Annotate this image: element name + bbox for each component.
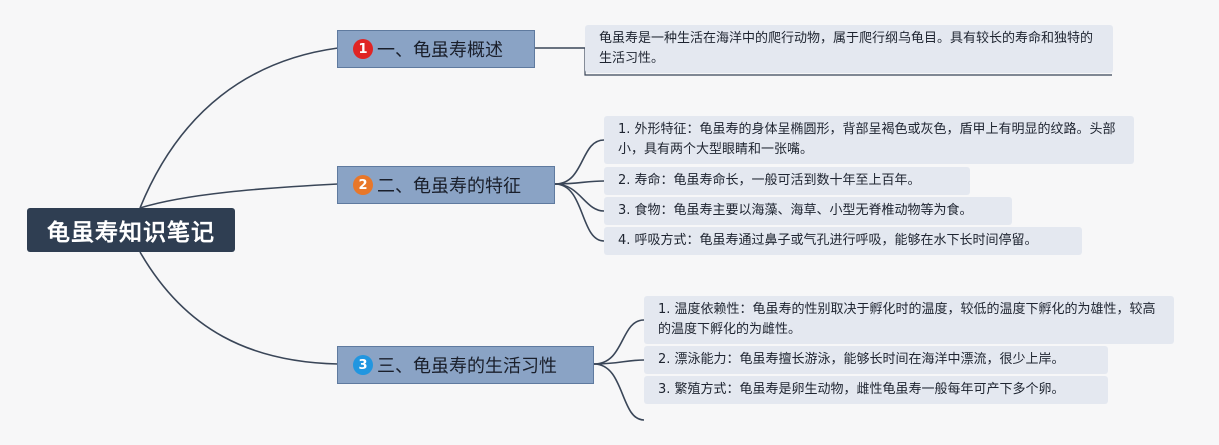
link-branch-2-leaf-1	[554, 139, 605, 185]
link-root-branch-3	[139, 251, 339, 365]
number-badge-1: 1	[353, 39, 373, 59]
leaf-text: 4. 呼吸方式：龟虽寿通过鼻子或气孔进行呼吸，能够在水下长时间停留。	[618, 233, 1038, 248]
leaf-text: 3. 食物：龟虽寿主要以海藻、海草、小型无脊椎动物等为食。	[618, 203, 973, 218]
link-branch-3-leaf-2	[593, 359, 645, 365]
leaf-node-habits-1[interactable]: 1. 温度依赖性：龟虽寿的性别取决于孵化时的温度，较低的温度下孵化的为雄性，较高…	[644, 296, 1174, 344]
number-badge-2: 2	[353, 175, 373, 195]
link-root-branch-1	[139, 47, 339, 209]
link-branch-2-leaf-4	[554, 183, 605, 242]
leaf-node-features-2[interactable]: 2. 寿命：龟虽寿命长，一般可活到数十年至上百年。	[604, 167, 970, 195]
leaf-node-overview-1[interactable]: 龟虽寿是一种生活在海洋中的爬行动物，属于爬行纲乌龟目。具有较长的寿命和独特的生活…	[585, 25, 1113, 73]
leaf-text: 1. 温度依赖性：龟虽寿的性别取决于孵化时的温度，较低的温度下孵化的为雄性，较高…	[658, 302, 1156, 337]
branch-label: 三、龟虽寿的生活习性	[377, 356, 557, 377]
root-title: 龟虽寿知识笔记	[47, 220, 215, 246]
link-branch-3-leaf-3	[593, 363, 645, 421]
link-branch-3-leaf-1	[593, 319, 645, 365]
leaf-node-habits-2[interactable]: 2. 漂泳能力：龟虽寿擅长游泳，能够长时间在海洋中漂流，很少上岸。	[644, 346, 1108, 374]
branch-label: 二、龟虽寿的特征	[377, 176, 521, 197]
leaf-node-habits-3[interactable]: 3. 繁殖方式：龟虽寿是卵生动物，雌性龟虽寿一般每年可产下多个卵。	[644, 376, 1108, 404]
number-badge-3: 3	[353, 355, 373, 375]
leaf-text: 龟虽寿是一种生活在海洋中的爬行动物，属于爬行纲乌龟目。具有较长的寿命和独特的生活…	[599, 31, 1094, 66]
leaf-text: 2. 寿命：龟虽寿命长，一般可活到数十年至上百年。	[618, 173, 921, 188]
leaf-text: 3. 繁殖方式：龟虽寿是卵生动物，雌性龟虽寿一般每年可产下多个卵。	[658, 382, 1065, 397]
leaf-text: 1. 外形特征：龟虽寿的身体呈椭圆形，背部呈褐色或灰色，盾甲上有明显的纹路。头部…	[618, 122, 1116, 157]
branch-node-habits[interactable]: 3 三、龟虽寿的生活习性	[337, 346, 594, 384]
link-root-branch-2	[139, 183, 339, 209]
leaf-node-features-4[interactable]: 4. 呼吸方式：龟虽寿通过鼻子或气孔进行呼吸，能够在水下长时间停留。	[604, 227, 1082, 255]
branch-node-overview[interactable]: 1 一、龟虽寿概述	[337, 30, 535, 68]
branch-node-features[interactable]: 2 二、龟虽寿的特征	[337, 166, 555, 204]
root-node[interactable]: 龟虽寿知识笔记	[27, 208, 235, 252]
branch-label: 一、龟虽寿概述	[377, 40, 503, 61]
leaf-node-features-1[interactable]: 1. 外形特征：龟虽寿的身体呈椭圆形，背部呈褐色或灰色，盾甲上有明显的纹路。头部…	[604, 116, 1134, 164]
leaf-node-features-3[interactable]: 3. 食物：龟虽寿主要以海藻、海草、小型无脊椎动物等为食。	[604, 197, 1012, 225]
leaf-text: 2. 漂泳能力：龟虽寿擅长游泳，能够长时间在海洋中漂流，很少上岸。	[658, 352, 1065, 367]
